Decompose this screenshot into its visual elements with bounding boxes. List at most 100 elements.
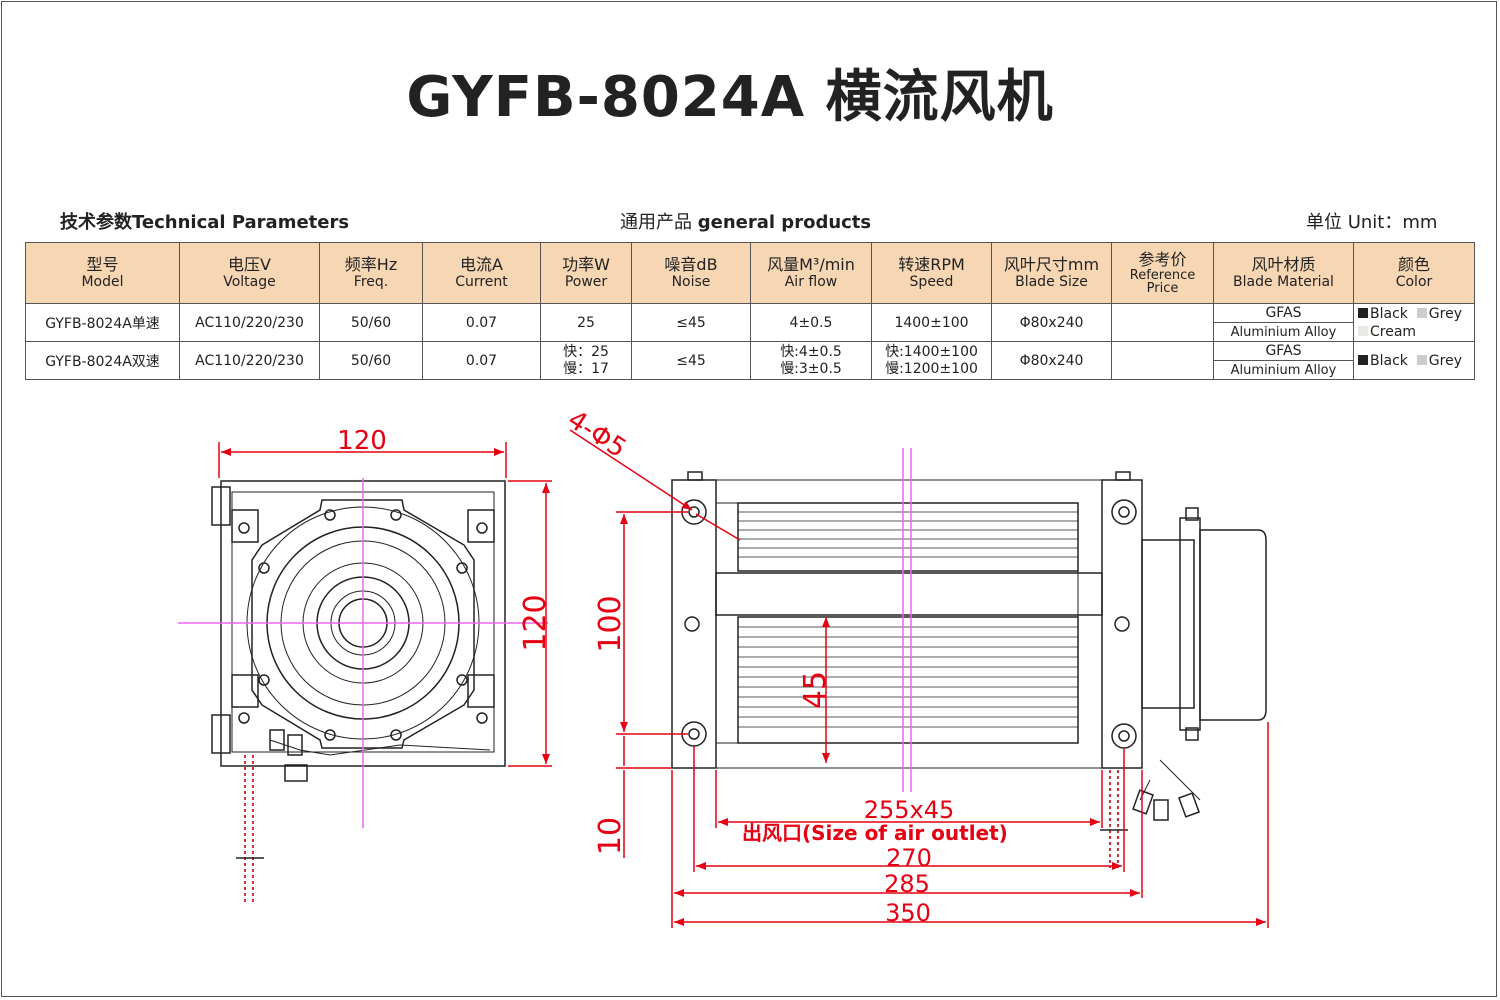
dim-width-label: 120 [337, 426, 387, 456]
mount-hole-inner [688, 506, 700, 518]
wire-terminal [269, 729, 285, 751]
mount-hole [1111, 499, 1137, 525]
front-view [671, 471, 1267, 868]
wire [269, 739, 491, 756]
left-end-plate [671, 479, 717, 769]
dim-285-label: 285 [884, 870, 930, 898]
cell-freq: 50/60 [319, 303, 423, 342]
side-bracket [211, 714, 231, 754]
mount-hole-inner [1118, 730, 1130, 742]
cell-current: 0.07 [422, 303, 541, 342]
tech-params-heading: 技术参数Technical Parameters [60, 212, 350, 233]
screw [456, 562, 468, 574]
material-primary: GFAS [1214, 342, 1353, 361]
mount-hole-inner [1118, 506, 1130, 518]
front-outer [671, 479, 1143, 769]
dim-270-label: 270 [886, 844, 932, 872]
color-option: Cream [1370, 323, 1417, 340]
motor-flange [251, 499, 475, 749]
grey-swatch [1416, 354, 1427, 365]
black-swatch [1358, 307, 1368, 318]
front-dimensions [569, 429, 1269, 928]
wire-terminal [1132, 789, 1154, 815]
mount-hole [684, 616, 700, 632]
wire [1159, 759, 1201, 801]
housing-band [715, 572, 1103, 616]
motor-stud [1185, 507, 1199, 521]
mount-hole [1111, 723, 1137, 749]
material-secondary: Aluminium Alloy [1230, 362, 1337, 378]
dim-outlet-label: 255x45 [864, 796, 955, 824]
general-products-zh: 通用产品 [620, 212, 692, 233]
screw [238, 522, 250, 534]
tab [1115, 471, 1131, 481]
blade-slats [738, 511, 1078, 728]
dim-holes-leader [695, 513, 741, 541]
screw [476, 712, 488, 724]
wire-terminal [1178, 792, 1200, 818]
cell-noise: ≤45 [631, 303, 751, 342]
side-bracket [467, 509, 495, 543]
page-title: GYFB-8024A 横流风机 [406, 65, 1054, 130]
cell-model: GYFB-8024A双速 [25, 341, 180, 380]
dim-350-label: 350 [885, 899, 931, 927]
color-option: Black [1370, 352, 1408, 369]
side-bracket [467, 674, 495, 708]
cell-current: 0.07 [422, 341, 541, 380]
mount-hole [1114, 616, 1130, 632]
screw [258, 562, 270, 574]
cell-freq: 50/60 [319, 341, 423, 380]
side-bracket [231, 509, 259, 543]
mount-hole-inner [688, 728, 700, 740]
black-swatch [1358, 354, 1368, 365]
blade-lower [737, 616, 1079, 744]
screw [456, 674, 468, 686]
cell-voltage: AC110/220/230 [179, 341, 320, 380]
color-option: Black [1370, 305, 1408, 322]
cell-model: GYFB-8024A单速 [25, 303, 180, 342]
dim-100-label: 100 [593, 595, 628, 652]
dim-holes-label: 4-Φ5 [562, 405, 631, 464]
material-secondary: Aluminium Alloy [1230, 324, 1337, 340]
cream-swatch [1358, 325, 1368, 336]
side-bracket [211, 486, 231, 526]
motor-mount [1141, 539, 1195, 709]
tab [687, 471, 703, 481]
general-products-en: general products [697, 212, 872, 233]
side-view [211, 480, 506, 905]
grey-swatch [1416, 307, 1427, 318]
dim-45-label: 45 [798, 671, 833, 709]
outlet-caption: 出风口(Size of air outlet) [742, 821, 1008, 845]
general-products-heading: 通用产品 general products [620, 208, 871, 234]
blade-upper [737, 502, 1079, 572]
screw [324, 509, 336, 521]
screw [476, 522, 488, 534]
cell-voltage: AC110/220/230 [179, 303, 320, 342]
cell-noise: ≤45 [631, 341, 751, 380]
screw [258, 674, 270, 686]
wire-terminal [284, 764, 308, 782]
motor-body [1199, 529, 1267, 721]
unit-label: 单位 Unit：mm [1306, 212, 1438, 233]
screw [238, 712, 250, 724]
motor-stud [1185, 727, 1199, 741]
dim-holes-leader [569, 429, 693, 511]
screw [390, 729, 402, 741]
wire-terminal [287, 734, 303, 756]
cell-color: Black Grey Cream [1353, 303, 1475, 342]
screw [324, 729, 336, 741]
